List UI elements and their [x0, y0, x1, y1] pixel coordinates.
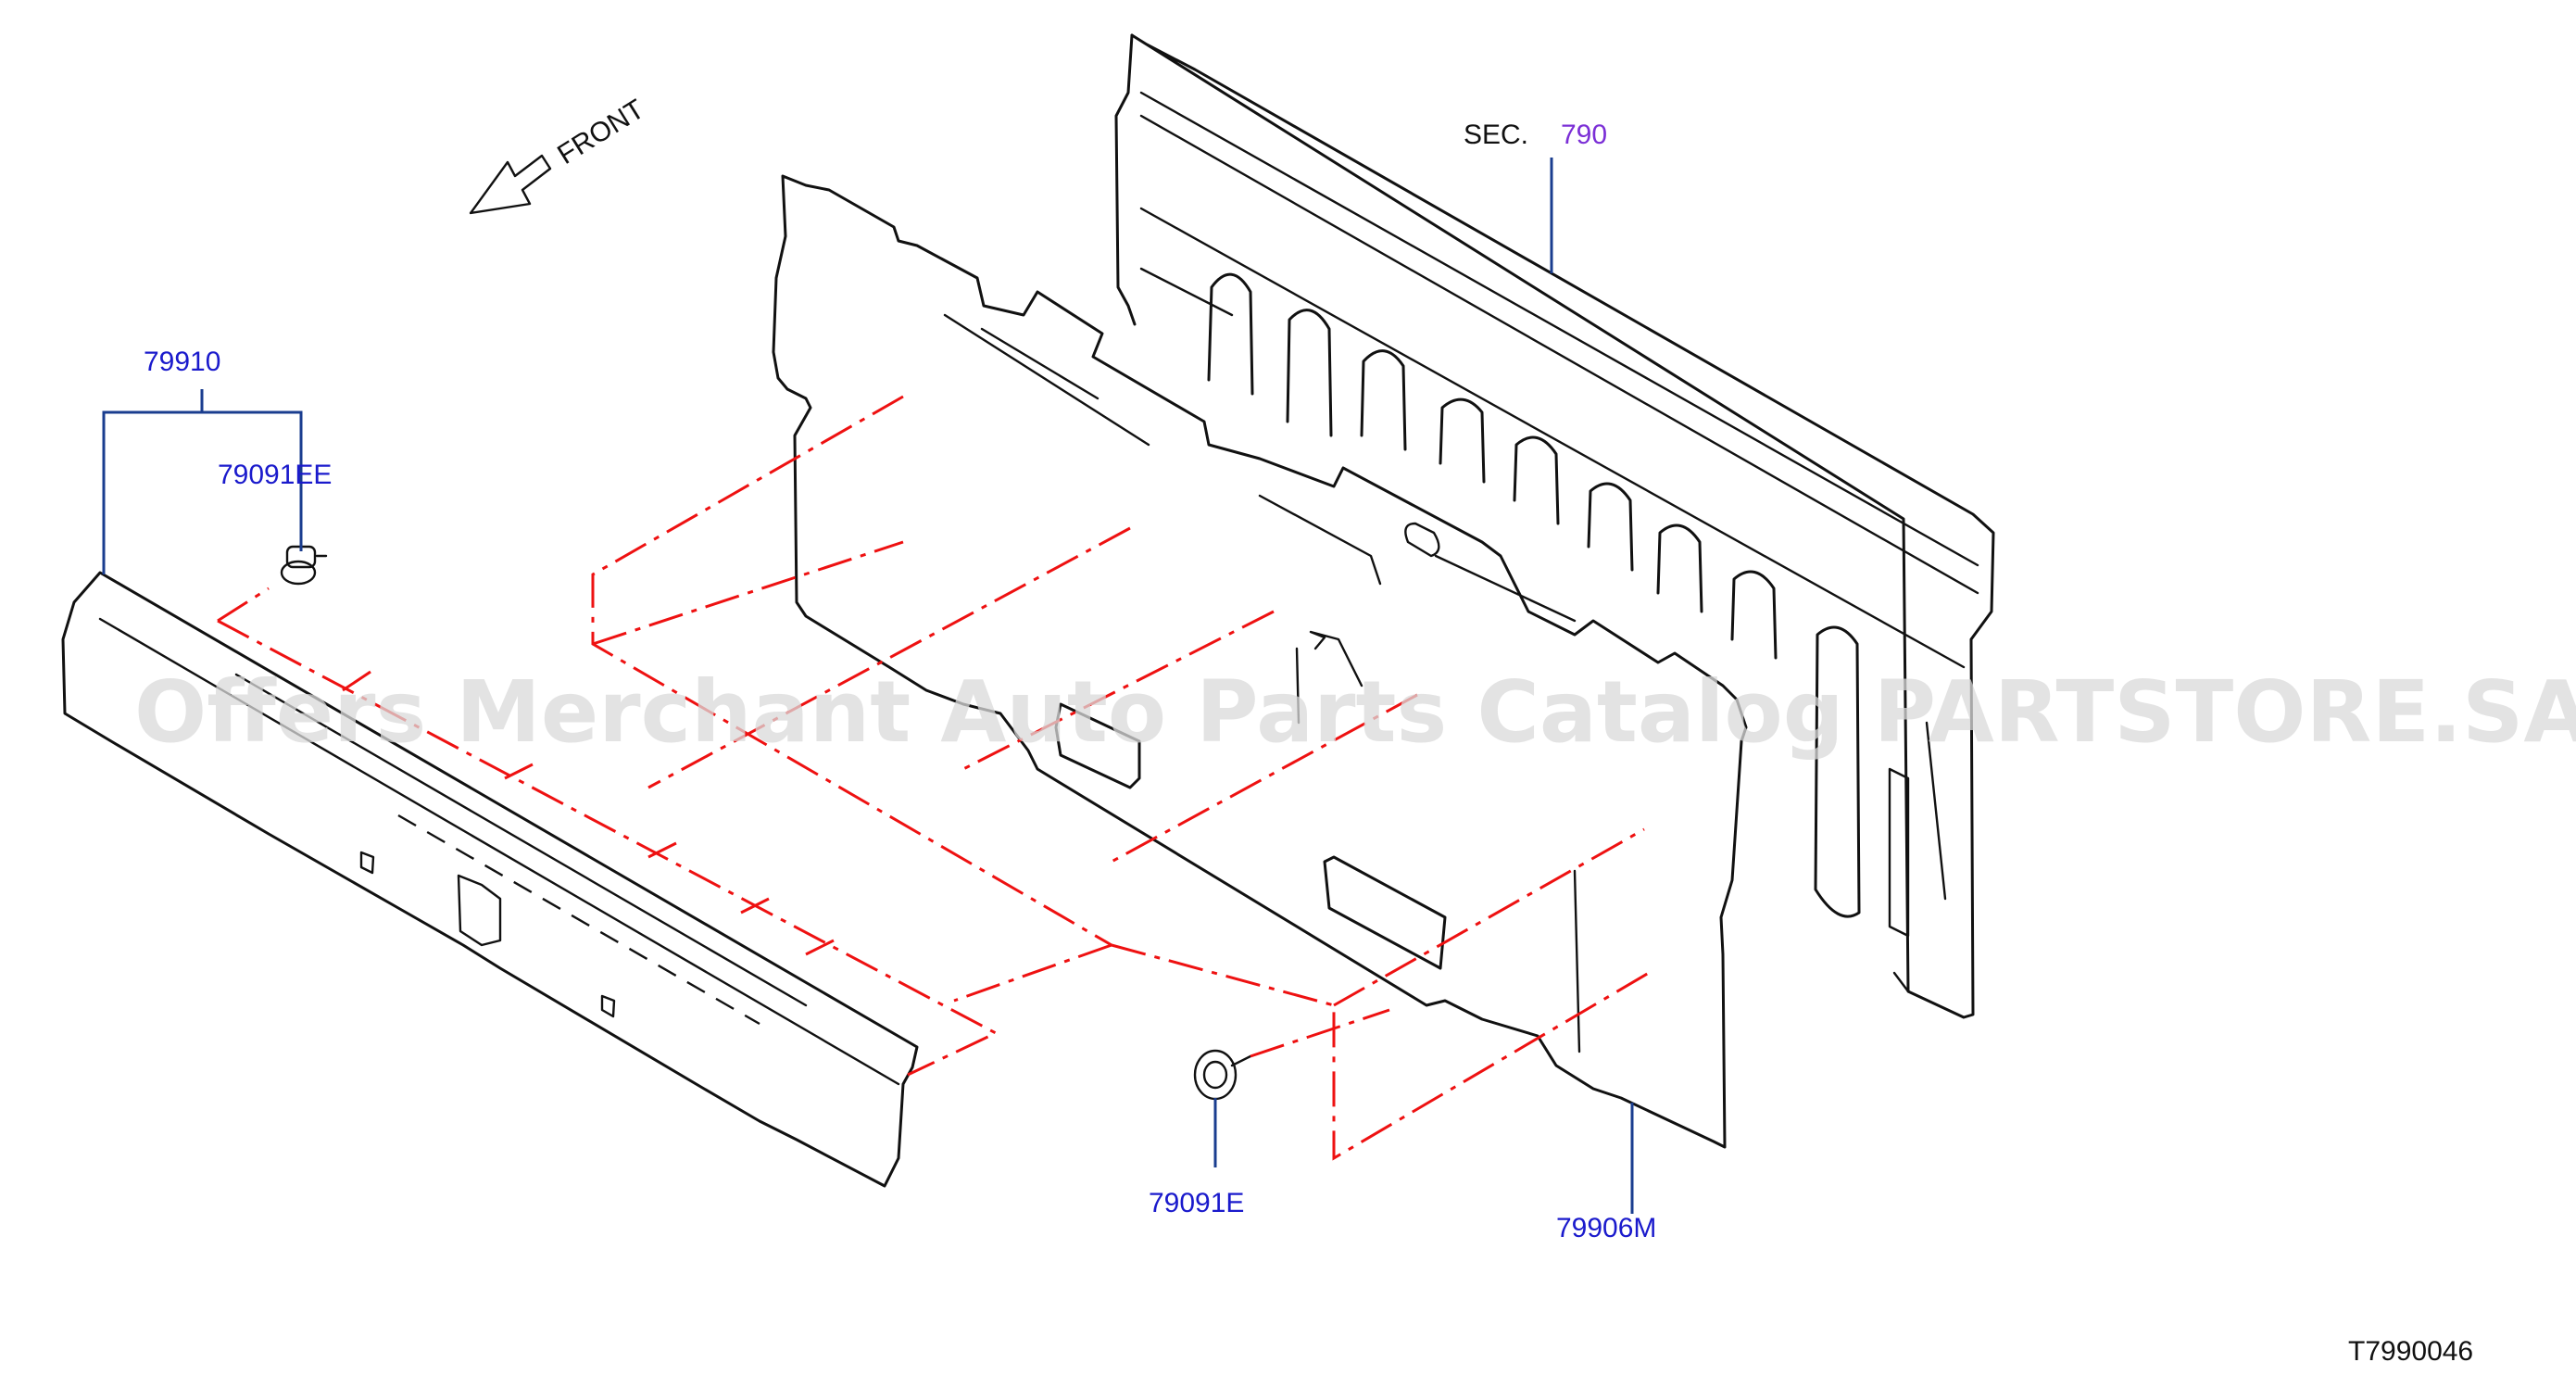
front-label: FRONT	[552, 94, 649, 170]
diagram-id: T7990046	[2348, 1336, 2473, 1367]
label-79910: 79910	[144, 347, 220, 377]
label-79906m: 79906M	[1556, 1213, 1656, 1243]
phantom-lines	[217, 395, 1650, 1161]
label-79091e: 79091E	[1149, 1188, 1244, 1218]
label-79091ee: 79091EE	[218, 460, 332, 490]
clip-79091e	[1193, 1049, 1252, 1101]
sec-prefix: SEC.	[1464, 120, 1528, 150]
rear-panel-lining-79906m	[772, 174, 1748, 1149]
watermark-text: Offers Merchant Auto Parts Catalog PARTS…	[134, 662, 2576, 762]
sec-number: 790	[1561, 120, 1607, 150]
front-arrow-icon	[469, 154, 552, 215]
leader-lines	[102, 158, 1634, 1214]
back-body-panel	[1114, 33, 1995, 1019]
clip-79091ee	[280, 545, 328, 586]
rear-lower-trim-79910	[61, 571, 919, 1188]
